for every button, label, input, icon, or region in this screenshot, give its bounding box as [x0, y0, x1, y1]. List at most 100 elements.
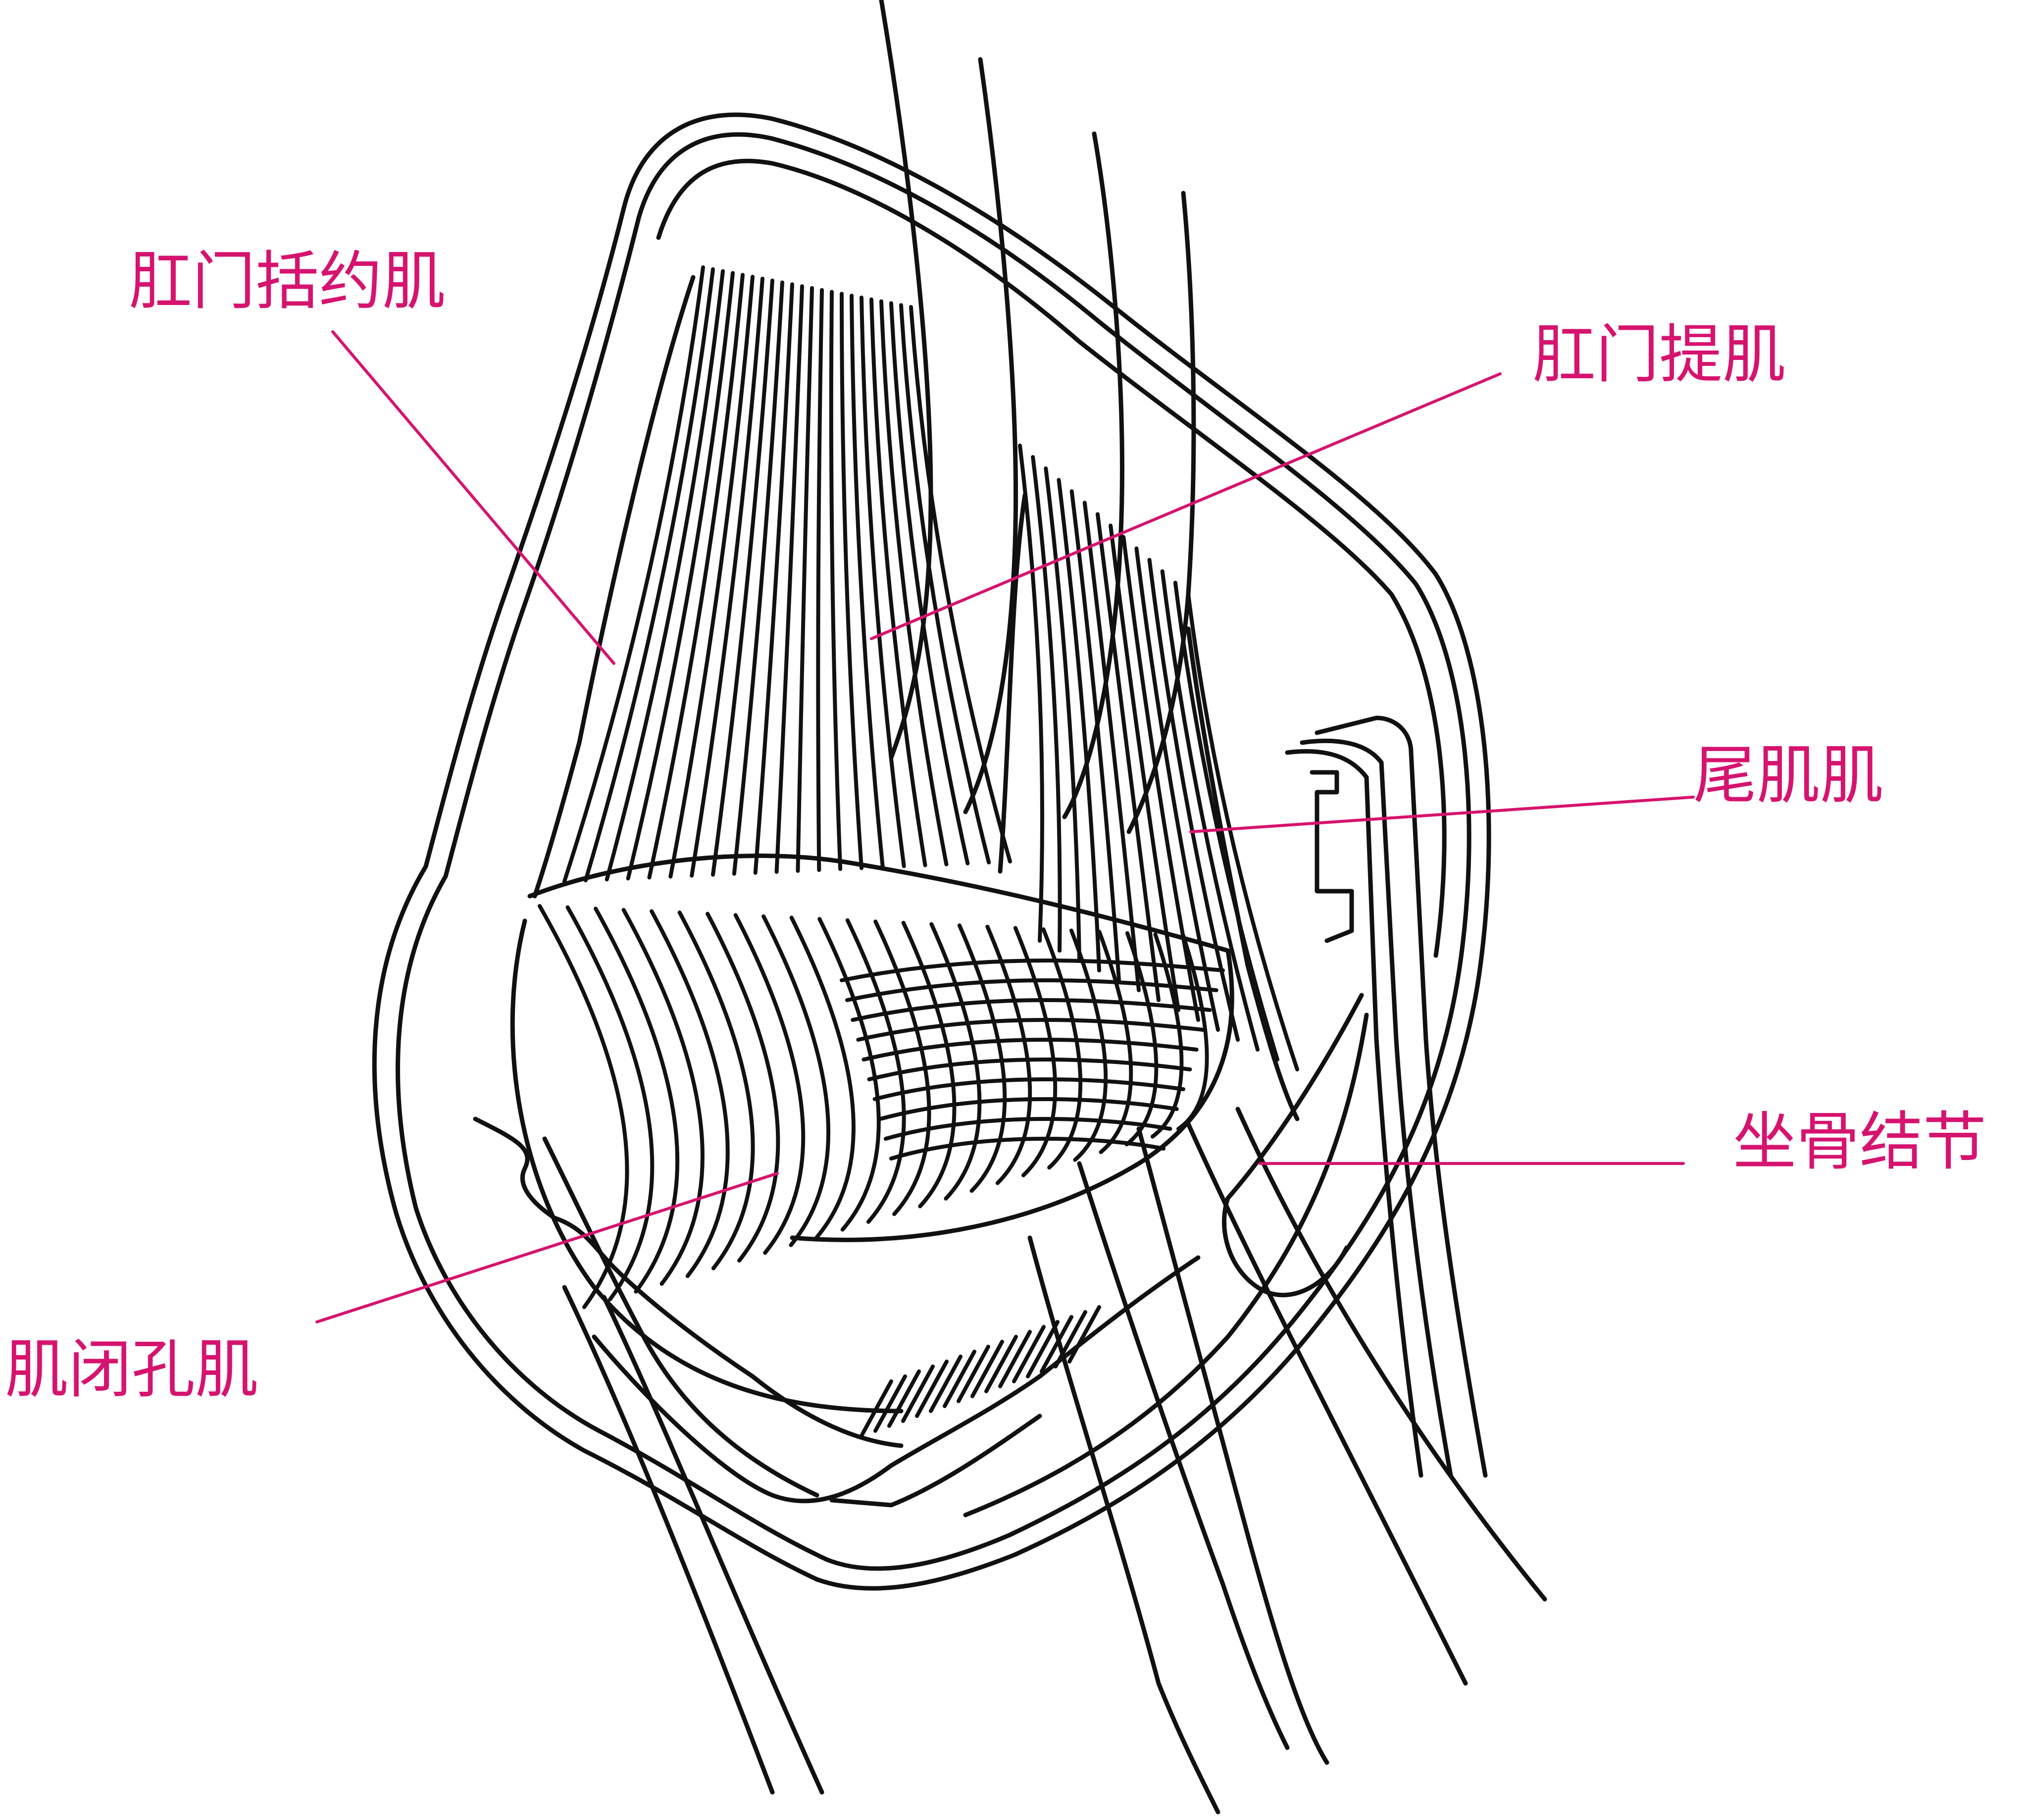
obturator-band-fiber: [872, 1077, 1185, 1101]
obturator-band-fiber: [867, 1058, 1192, 1081]
obturator-fiber: [845, 918, 906, 1224]
descending-line-1: [562, 1285, 775, 1795]
obturator-band-fiber: [878, 1097, 1179, 1121]
ligament-hatch: [1040, 1315, 1073, 1373]
label-obturator: 肌闭孔肌: [5, 1333, 258, 1407]
outer-contour: [372, 112, 1491, 1591]
obturator-fiber: [873, 919, 931, 1216]
inner-contour: [396, 132, 1471, 1571]
ligament-hatch: [887, 1369, 921, 1428]
descending-line-6: [1186, 1121, 1468, 1686]
levator-fiber: [850, 294, 885, 869]
leader-sphincter: [331, 330, 615, 665]
levator-fiber: [860, 295, 906, 868]
obturator-fiber: [621, 908, 705, 1286]
obturator-fiber: [901, 920, 957, 1209]
ligament-hatch: [929, 1355, 963, 1413]
label-sphincter: 肛门括约肌: [129, 245, 446, 318]
leader-coccygeus: [1189, 796, 1695, 833]
obturator-bottom-curve: [510, 918, 904, 1414]
lower-bone-line-3: [592, 1255, 1201, 1504]
descending-line-7: [1027, 1235, 1220, 1815]
coccygeus-fiber: [1069, 489, 1121, 982]
sphincter-left-edge: [532, 275, 696, 899]
levator-fiber: [626, 271, 735, 881]
levator-fiber: [732, 280, 784, 876]
levator-fiber: [711, 278, 774, 877]
coccygeus-fiber: [1031, 455, 1062, 953]
ligament-hatch: [1067, 1305, 1101, 1364]
coccygeus-fiber: [1173, 580, 1279, 1062]
muscle-fibers: [538, 265, 1299, 1438]
coccygeus-edge: [1186, 626, 1300, 1121]
obturator-fiber: [789, 915, 856, 1240]
obturator-fiber: [650, 909, 730, 1278]
levator-fiber: [840, 292, 863, 870]
coccygeus-fiber: [1109, 523, 1180, 1012]
label-levator: 肛门提肌: [1532, 318, 1786, 392]
ligament-block-2: [1300, 738, 1453, 1478]
levator-fiber: [690, 276, 764, 878]
pelvic-outline: [372, 0, 1547, 1815]
obturator-top-curve: [527, 853, 1230, 953]
ligament-hatch: [1054, 1310, 1087, 1368]
obturator-band-fiber: [883, 1117, 1172, 1141]
inner-contour-2: [656, 158, 1447, 958]
nerve-line-2: [963, 57, 1018, 814]
obturator-band-fiber: [840, 959, 1225, 982]
coccygeus-fiber: [1160, 569, 1260, 1052]
ischial-tuberosity-2: [963, 1012, 1369, 1517]
obturator-fiber: [929, 922, 982, 1201]
obturator-fiber: [1013, 926, 1058, 1177]
levator-fiber: [889, 301, 970, 865]
muscle-boundaries: [510, 275, 1300, 1414]
obturator-fiber: [1124, 931, 1159, 1147]
levator-right-edge: [998, 493, 1027, 874]
coccygeus-fiber: [1121, 535, 1200, 1022]
levator-fiber: [562, 265, 705, 883]
ligament-block: [1315, 715, 1488, 1478]
levator-fiber: [869, 297, 927, 867]
ligament-hatch: [915, 1360, 949, 1418]
coccygeus-fiber: [1186, 592, 1299, 1071]
obturator-band-fiber: [889, 1137, 1166, 1161]
levator-fiber: [605, 269, 725, 882]
ligament-hatch: [1026, 1320, 1060, 1378]
obturator-fiber: [761, 914, 831, 1247]
label-tuberosity: 坐骨结节: [1733, 1105, 1986, 1179]
descending-line-4: [1077, 1161, 1290, 1750]
ligament-hatch: [970, 1340, 1004, 1398]
levator-fiber: [753, 282, 794, 875]
coccygeus-fiber: [1057, 478, 1101, 972]
coccygeus-fiber: [1018, 444, 1044, 943]
obturator-fiber: [1097, 930, 1133, 1154]
ligament-hatch: [1012, 1325, 1046, 1383]
levator-fiber: [909, 305, 1012, 863]
obturator-fiber: [957, 923, 1007, 1193]
obturator-band-fiber: [851, 998, 1212, 1022]
obturator-band-fiber: [856, 1018, 1205, 1042]
obturator-fiber: [565, 905, 655, 1302]
nerve-line-3: [1062, 131, 1124, 819]
obturator-fiber: [538, 904, 629, 1309]
obturator-fiber: [985, 924, 1032, 1185]
ischial-tuberosity: [1222, 993, 1364, 1298]
obturator-inner-curve: [790, 948, 1234, 1242]
obturator-band-fiber: [861, 1038, 1199, 1062]
ligament-hatch: [957, 1345, 990, 1403]
levator-fiber: [899, 303, 991, 864]
obturator-fiber: [1150, 932, 1184, 1139]
obturator-fiber: [1069, 928, 1108, 1162]
levator-fiber: [879, 299, 949, 866]
lower-bone-line-4: [829, 1414, 1042, 1508]
obturator-fiber: [677, 910, 755, 1270]
obturator-fiber: [594, 907, 679, 1294]
levator-fiber: [774, 284, 804, 874]
leader-obturator: [315, 1172, 779, 1323]
coccygeus-fiber: [1134, 546, 1220, 1032]
label-coccygeus: 尾肌肌: [1693, 739, 1883, 812]
levator-fiber: [816, 288, 824, 872]
coccygeus-fiber: [1082, 501, 1141, 992]
levator-fiber: [647, 273, 745, 880]
